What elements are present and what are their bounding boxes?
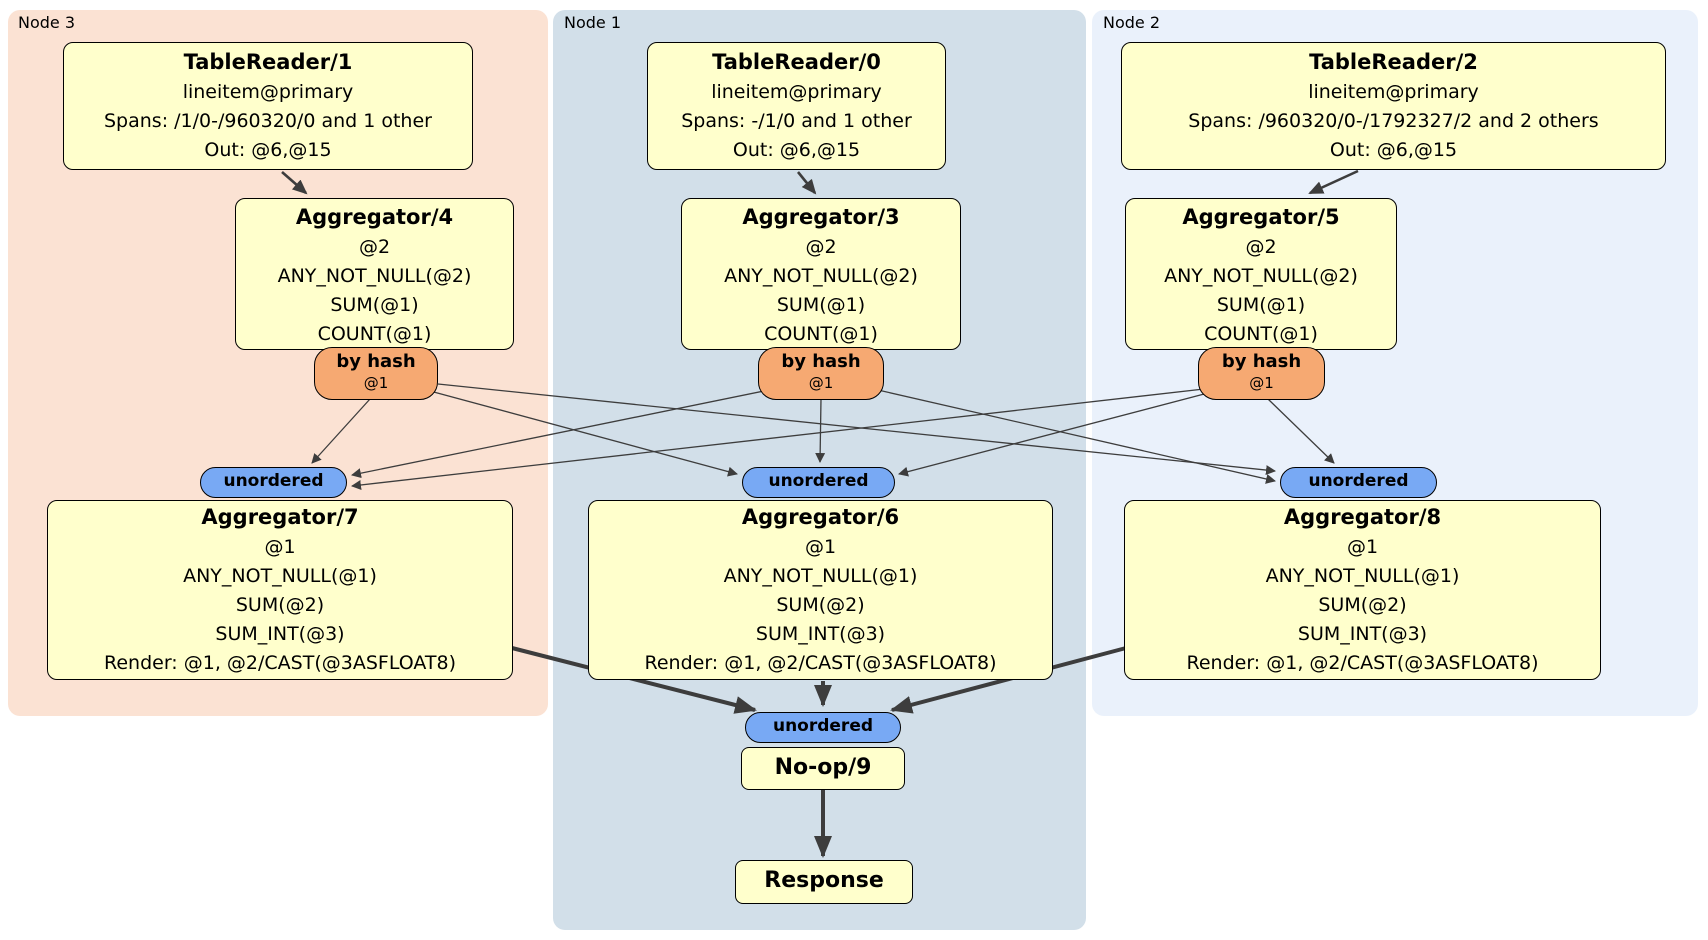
aggregator7-box: Aggregator/7 @1 ANY_NOT_NULL(@1) SUM(@2)… <box>47 500 513 680</box>
aggregator7-title: Aggregator/7 <box>201 505 359 529</box>
noop9-box: No-op/9 <box>741 747 905 790</box>
aggregator8-title: Aggregator/8 <box>1283 505 1442 529</box>
edge-tablereader1-aggregator4 <box>281 171 308 195</box>
aggregator5-groupcols: @2 <box>1245 236 1277 258</box>
router3-label: by hash <box>781 351 861 372</box>
tablereader1-title: TableReader/1 <box>183 50 353 74</box>
edge-router5-sync8 <box>1267 398 1335 464</box>
aggregator6-fn3: SUM_INT(@3) <box>755 623 886 645</box>
tablereader0-spans: Spans: -/1/0 and 1 other <box>681 110 912 132</box>
tablereader1-index: lineitem@primary <box>182 81 354 103</box>
router4-by-hash: by hash @1 <box>314 347 438 400</box>
aggregator5-fn3: COUNT(@1) <box>1204 323 1318 345</box>
aggregator5-box: Aggregator/5 @2 ANY_NOT_NULL(@2) SUM(@1)… <box>1125 198 1397 350</box>
panel-node2-label: Node 2 <box>1103 13 1161 32</box>
tablereader1-out: Out: @6,@15 <box>204 139 332 161</box>
sync7-unordered: unordered <box>200 467 347 498</box>
tablereader2-title: TableReader/2 <box>1309 50 1478 74</box>
router4-label: by hash <box>336 351 416 372</box>
aggregator8-fn2: SUM(@2) <box>1318 594 1407 616</box>
aggregator8-render: Render: @1, @2/CAST(@3ASFLOAT8) <box>1186 652 1539 674</box>
edge-router3-sync6 <box>815 398 826 463</box>
panel-node1-label: Node 1 <box>564 13 622 32</box>
router5-by-hash: by hash @1 <box>1198 347 1325 400</box>
aggregator4-fn3: COUNT(@1) <box>317 323 432 345</box>
aggregator6-box: Aggregator/6 @1 ANY_NOT_NULL(@1) SUM(@2)… <box>588 500 1053 680</box>
sync9-unordered: unordered <box>745 712 901 743</box>
aggregator6-fn2: SUM(@2) <box>776 594 865 616</box>
aggregator5-fn1: ANY_NOT_NULL(@2) <box>1164 265 1358 287</box>
aggregator6-render: Render: @1, @2/CAST(@3ASFLOAT8) <box>644 652 997 674</box>
aggregator4-box: Aggregator/4 @2 ANY_NOT_NULL(@2) SUM(@1)… <box>235 198 514 350</box>
aggregator6-fn1: ANY_NOT_NULL(@1) <box>723 565 918 587</box>
edge-router3-sync7 <box>351 390 765 479</box>
aggregator4-fn2: SUM(@1) <box>330 294 419 316</box>
router5-label: by hash <box>1221 351 1302 372</box>
sync8-unordered: unordered <box>1280 467 1437 498</box>
aggregator3-title: Aggregator/3 <box>742 205 900 229</box>
aggregator6-title: Aggregator/6 <box>741 505 900 529</box>
aggregator5-fn2: SUM(@1) <box>1216 294 1306 316</box>
aggregator8-fn3: SUM_INT(@3) <box>1297 623 1428 645</box>
aggregator8-box: Aggregator/8 @1 ANY_NOT_NULL(@1) SUM(@2)… <box>1124 500 1601 680</box>
aggregator3-fn1: ANY_NOT_NULL(@2) <box>724 265 918 287</box>
panel-node3-label: Node 3 <box>18 13 76 32</box>
aggregator3-fn3: COUNT(@1) <box>764 323 878 345</box>
router4-columns: @1 <box>363 374 389 392</box>
edge-router4-sync8 <box>437 383 1276 476</box>
aggregator7-fn2: SUM(@2) <box>235 594 325 616</box>
tablereader0-out: Out: @6,@15 <box>732 139 861 161</box>
response-box: Response <box>735 860 913 904</box>
tablereader1-spans: Spans: /1/0-/960320/0 and 1 other <box>104 110 432 132</box>
aggregator3-box: Aggregator/3 @2 ANY_NOT_NULL(@2) SUM(@1)… <box>681 198 961 350</box>
aggregator7-fn1: ANY_NOT_NULL(@1) <box>183 565 377 587</box>
aggregator6-groupcols: @1 <box>804 536 837 558</box>
aggregator7-groupcols: @1 <box>264 536 296 558</box>
aggregator5-title: Aggregator/5 <box>1182 205 1340 229</box>
aggregator3-groupcols: @2 <box>805 236 837 258</box>
edge-router5-sync7 <box>351 388 1205 490</box>
edge-router4-sync7 <box>311 398 371 464</box>
tablereader2-box: TableReader/2 lineitem@primary Spans: /9… <box>1121 42 1666 170</box>
edge-tablereader0-aggregator3 <box>796 171 817 195</box>
tablereader1-box: TableReader/1 lineitem@primary Spans: /1… <box>63 42 473 170</box>
edge-router4-sync6 <box>429 390 738 477</box>
aggregator7-render: Render: @1, @2/CAST(@3ASFLOAT8) <box>104 652 456 674</box>
sync6-unordered: unordered <box>742 467 895 498</box>
tablereader0-box: TableReader/0 lineitem@primary Spans: -/… <box>647 42 946 170</box>
tablereader0-title: TableReader/0 <box>712 50 881 74</box>
edge-tablereader2-aggregator5 <box>1308 169 1359 195</box>
tablereader0-index: lineitem@primary <box>711 81 882 103</box>
aggregator7-fn3: SUM_INT(@3) <box>215 623 345 645</box>
router3-by-hash: by hash @1 <box>758 347 884 400</box>
aggregator8-fn1: ANY_NOT_NULL(@1) <box>1265 565 1460 587</box>
edge-router5-sync6 <box>898 392 1209 477</box>
router3-columns: @1 <box>808 374 834 392</box>
tablereader2-index: lineitem@primary <box>1308 81 1479 103</box>
router5-columns: @1 <box>1249 374 1274 392</box>
aggregator4-title: Aggregator/4 <box>295 205 454 229</box>
edge-router3-sync8 <box>877 389 1276 484</box>
aggregator8-groupcols: @1 <box>1346 536 1379 558</box>
aggregator4-fn1: ANY_NOT_NULL(@2) <box>277 265 472 287</box>
aggregator3-fn2: SUM(@1) <box>776 294 866 316</box>
tablereader2-out: Out: @6,@15 <box>1329 139 1458 161</box>
aggregator4-groupcols: @2 <box>358 236 391 258</box>
tablereader2-spans: Spans: /960320/0-/1792327/2 and 2 others <box>1188 110 1599 132</box>
